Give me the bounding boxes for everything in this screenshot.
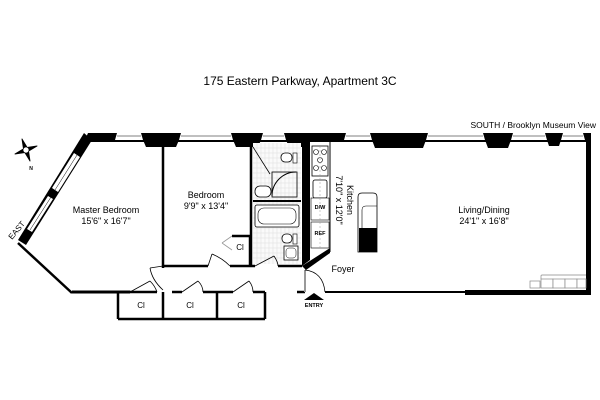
radiator	[529, 274, 587, 289]
master-bedroom-size: 15'6" x 16'7"	[81, 216, 130, 226]
foyer-name: Foyer	[331, 264, 354, 274]
shower-icon	[271, 171, 298, 198]
south-label: SOUTH / Brooklyn Museum View	[471, 120, 597, 130]
compass-north-label: N	[29, 166, 33, 172]
living-dining-name: Living/Dining	[458, 205, 510, 215]
kitchen-name: Kitchen	[345, 185, 355, 215]
toilet-icon	[280, 152, 298, 164]
closet-label-1: Cl	[137, 301, 145, 310]
refrigerator-label: REF	[315, 231, 327, 237]
interior-walls	[116, 142, 308, 321]
bottom-wall-living	[465, 290, 591, 295]
entry-arrow-icon	[304, 293, 324, 300]
kitchen-angled-wall	[302, 248, 330, 270]
doors	[129, 146, 279, 293]
closet-label-3: Cl	[237, 301, 245, 310]
dishwasher-label: D/W	[315, 205, 327, 211]
bedroom-name: Bedroom	[188, 190, 225, 200]
plan-title: 175 Eastern Parkway, Apartment 3C	[203, 74, 397, 88]
kitchen-wall	[302, 142, 310, 266]
entry-door	[304, 269, 326, 293]
right-wall	[586, 133, 591, 295]
living-dining-size: 24'1" x 16'8"	[459, 216, 508, 226]
kitchen-size: 7'10" x 12'0"	[334, 175, 344, 224]
closet-label-bedroom: Cl	[236, 243, 244, 252]
master-bedroom-name: Master Bedroom	[73, 205, 140, 215]
east-wall	[17, 133, 130, 294]
sink-icon	[254, 185, 272, 198]
toilet-icon-2	[281, 233, 298, 245]
bedroom-size: 9'9" x 13'4"	[184, 201, 228, 211]
entry-label: ENTRY	[305, 303, 324, 309]
south-wall	[84, 133, 590, 148]
bathtub-icon	[254, 204, 300, 228]
closet-label-2: Cl	[186, 301, 194, 310]
compass-icon	[14, 138, 38, 162]
sink-icon-2	[283, 245, 299, 261]
kitchen-island	[357, 192, 378, 253]
